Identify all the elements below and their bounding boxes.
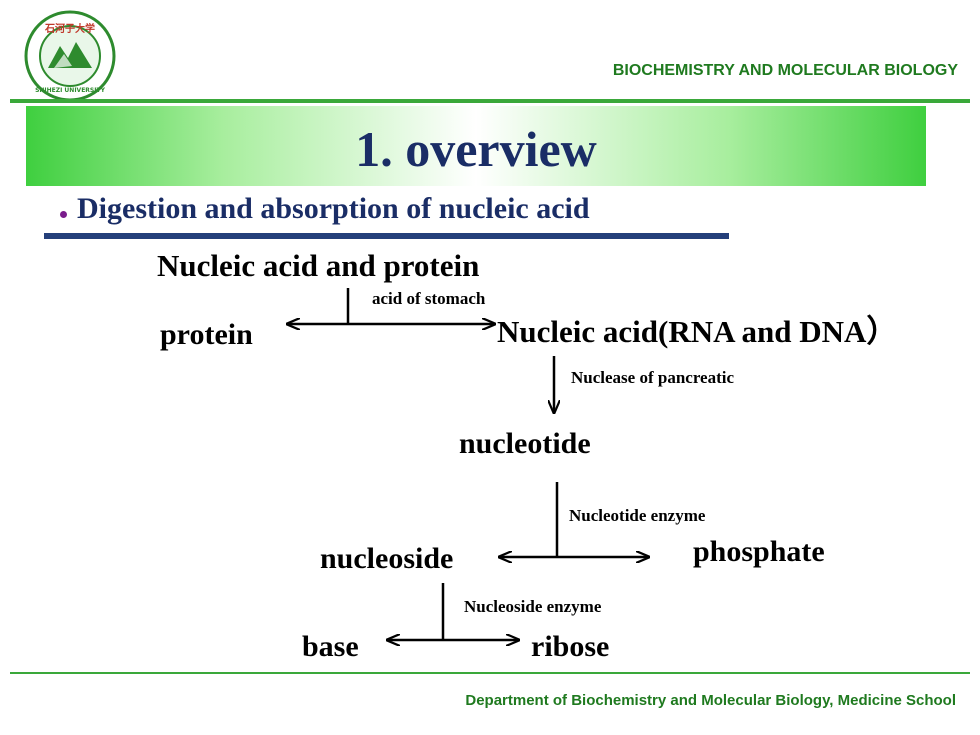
node-nucleoside: nucleoside <box>320 542 454 575</box>
node-protein: protein <box>160 318 253 351</box>
footer-department: Department of Biochemistry and Molecular… <box>465 692 956 709</box>
footer-divider <box>10 672 970 674</box>
bullet-dot-icon <box>60 211 67 218</box>
node-nucleic-acid: Nucleic acid(RNA and DNA） <box>497 314 898 349</box>
node-base: base <box>302 630 359 663</box>
slide-subtitle: Digestion and absorption of nucleic acid <box>77 192 590 225</box>
node-phosphate: phosphate <box>693 535 825 568</box>
node-ribose: ribose <box>531 630 610 663</box>
label-acid-of-stomach: acid of stomach <box>372 289 486 308</box>
label-nucleotide-enzyme: Nucleotide enzyme <box>569 506 706 525</box>
university-logo-icon: 石河子大学 SHIHEZI UNIVERSITY <box>24 10 116 102</box>
node-start: Nucleic acid and protein <box>157 248 480 283</box>
svg-text:石河子大学: 石河子大学 <box>44 22 95 35</box>
header-department: BIOCHEMISTRY AND MOLECULAR BIOLOGY <box>612 62 958 79</box>
title-band <box>26 106 926 186</box>
subtitle-underline <box>44 233 729 239</box>
node-nucleotide: nucleotide <box>459 427 591 460</box>
label-nucleoside-enzyme: Nucleoside enzyme <box>464 597 602 616</box>
svg-text:SHIHEZI UNIVERSITY: SHIHEZI UNIVERSITY <box>35 87 106 94</box>
slide-title: 1. overview <box>355 121 597 177</box>
header-divider <box>10 99 970 103</box>
label-nuclease: Nuclease of pancreatic <box>571 368 735 387</box>
